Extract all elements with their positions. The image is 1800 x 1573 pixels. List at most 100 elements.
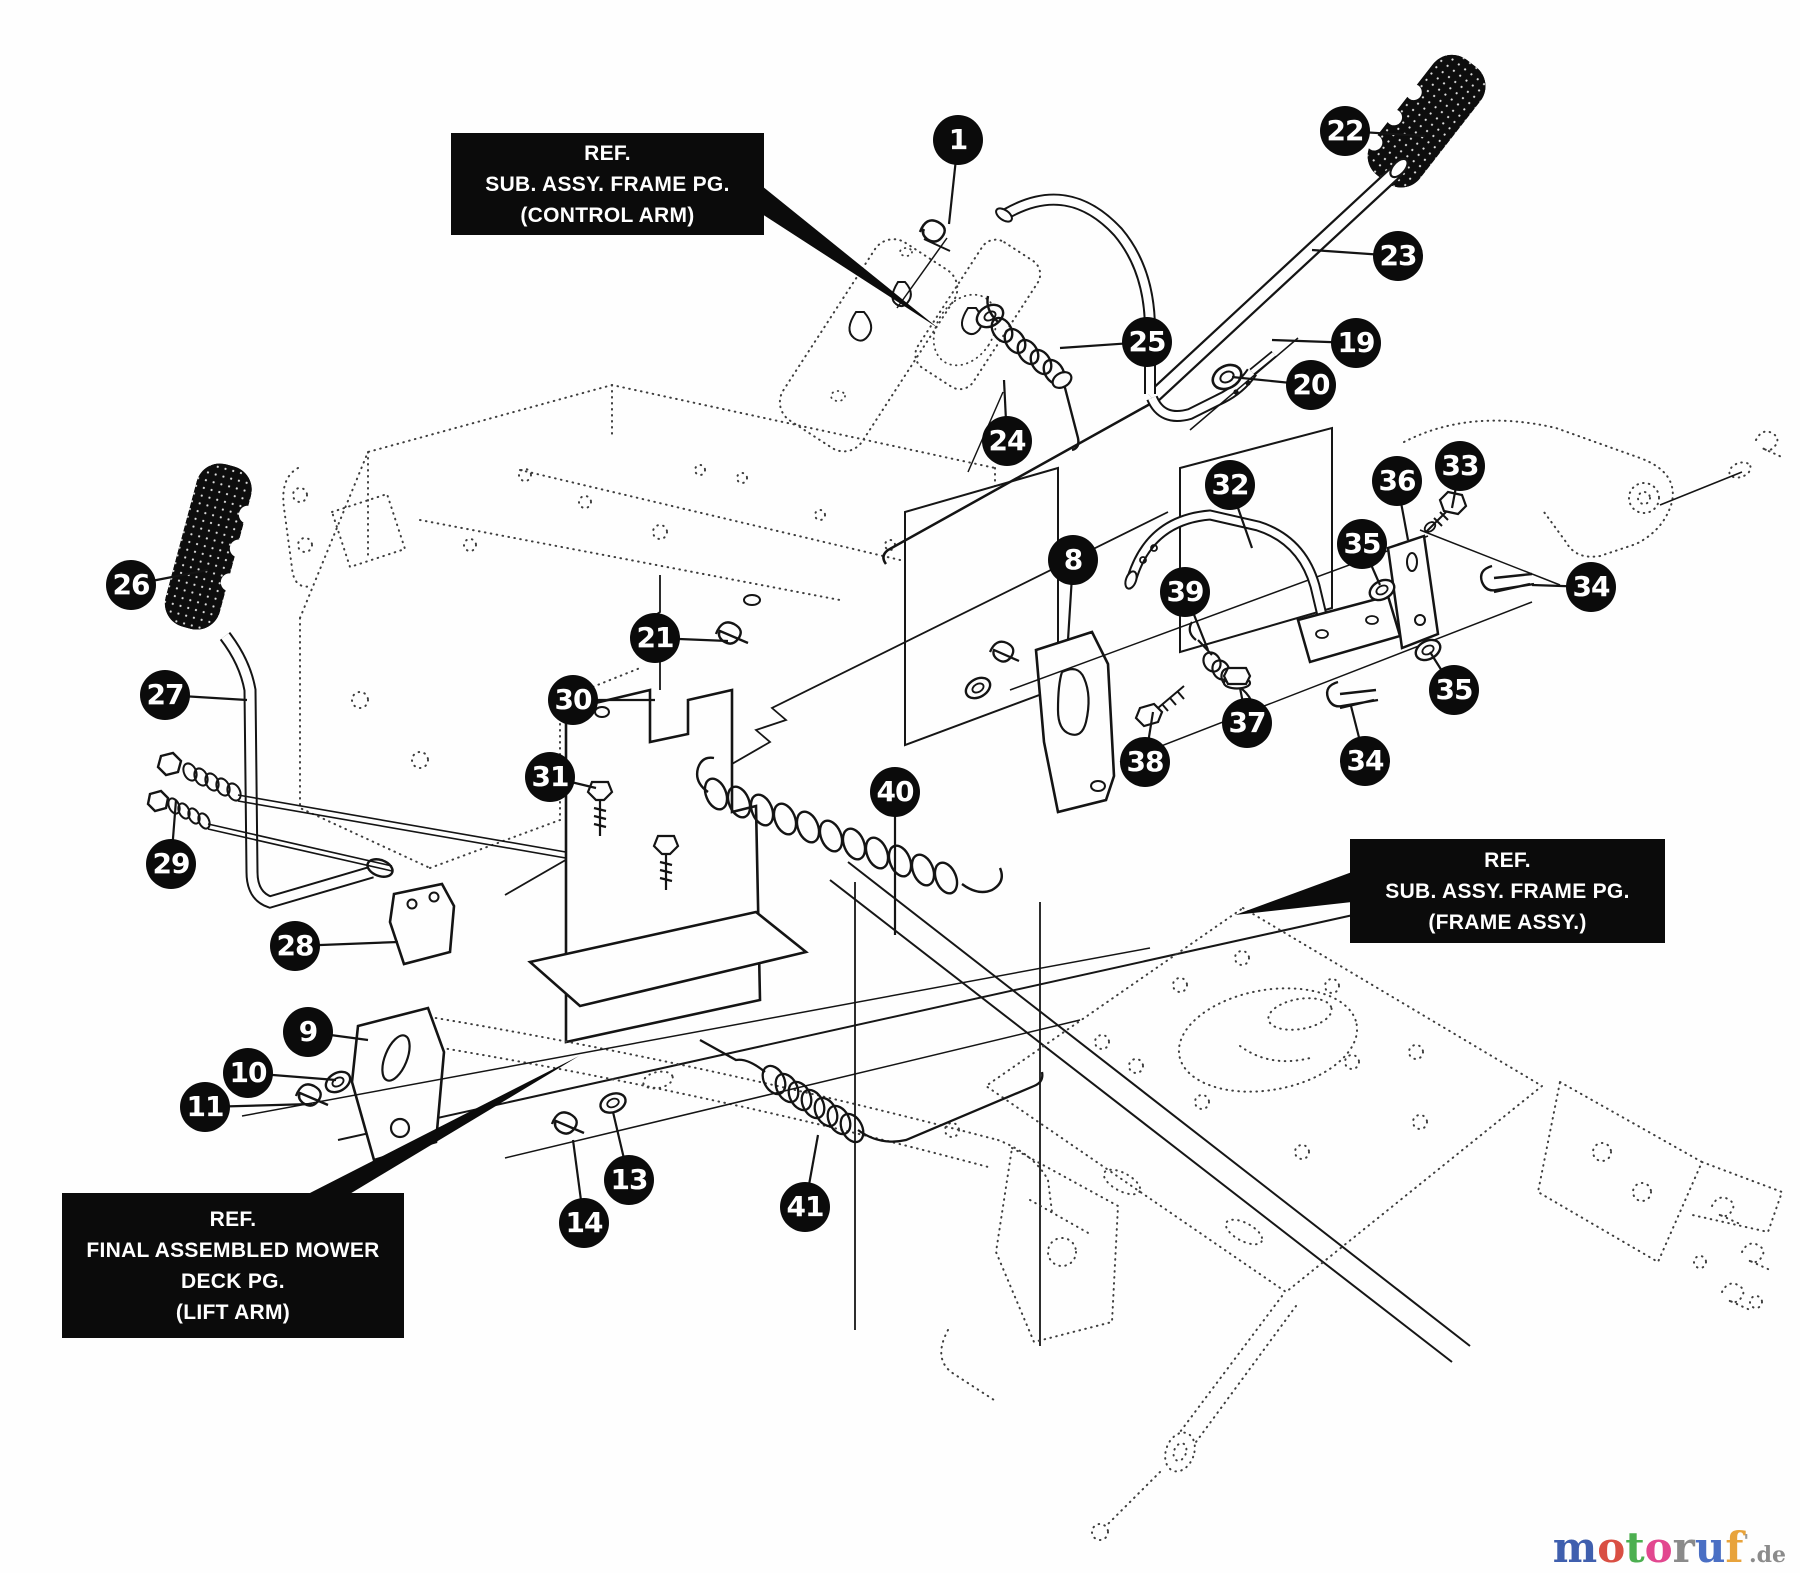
ref-box-line: SUB. ASSY. FRAME PG.	[485, 172, 730, 196]
callout-number: 1	[948, 123, 969, 156]
callout-badge: 30	[548, 675, 598, 725]
callout-badge: 36	[1372, 456, 1422, 506]
ref-box: REF. SUB. ASSY. FRAME PG. (FRAME ASSY.)	[1350, 839, 1665, 943]
callout-badge: 25	[1122, 317, 1172, 367]
callout-badge: 13	[604, 1155, 654, 1205]
lift-handle-assembly	[146, 463, 601, 966]
center-bracket	[527, 688, 809, 1044]
callout-number: 40	[876, 775, 915, 808]
callout-badge: 41	[780, 1182, 830, 1232]
frame-rails	[337, 511, 1521, 1363]
callout-badge: 40	[870, 767, 920, 817]
callout-badge: 38	[1120, 737, 1170, 787]
callout-number: 29	[152, 847, 191, 880]
callout-badge: 29	[146, 839, 196, 889]
callout-number: 32	[1211, 468, 1250, 501]
watermark-letter: o	[1644, 1523, 1673, 1572]
callout-number: 11	[186, 1090, 225, 1123]
watermark-letters: motoruf	[1553, 1523, 1744, 1572]
grip-26	[164, 463, 257, 630]
callout-number: 34	[1572, 570, 1611, 603]
callout-badge: 11	[180, 1082, 230, 1132]
pointer-wedges	[306, 186, 1352, 1195]
watermark-motoruf: motoruf'.de	[1553, 1527, 1786, 1569]
callout-number: 9	[298, 1015, 319, 1048]
callout-badge: 28	[270, 921, 320, 971]
callout-badge: 35	[1337, 519, 1387, 569]
callout-badge: 8	[1048, 535, 1098, 585]
callout-badge: 23	[1373, 231, 1423, 281]
ref-box-lines: REF. SUB. ASSY. FRAME PG. (CONTROL ARM)	[455, 138, 760, 231]
watermark-tick: '	[1743, 1531, 1749, 1552]
ref-box-line: (LIFT ARM)	[175, 1300, 291, 1324]
callout-number: 37	[1228, 706, 1267, 739]
watermark-letter: t	[1625, 1523, 1645, 1572]
callout-number: 24	[988, 424, 1027, 457]
callout-number: 31	[531, 760, 570, 793]
ref-box-line: REF.	[209, 1207, 257, 1231]
leader-lines	[130, 129, 1592, 1224]
callout-badge: 33	[1435, 441, 1485, 491]
watermark-letter: r	[1672, 1523, 1695, 1572]
callout-number: 14	[565, 1206, 604, 1239]
callout-badge: 39	[1160, 567, 1210, 617]
latch-plate-8	[964, 535, 1533, 814]
callout-number: 30	[554, 683, 593, 716]
ref-box-line: REF.	[1484, 848, 1531, 872]
callout-number: 10	[229, 1056, 268, 1089]
lift-spring-40	[695, 756, 1003, 895]
callout-number: 27	[146, 678, 185, 711]
ref-box-lines: REF. FINAL ASSEMBLED MOWER DECK PG. (LIFT A…	[66, 1204, 400, 1328]
ref-box-line: FINAL ASSEMBLED MOWER	[86, 1238, 380, 1262]
callout-badge: 32	[1205, 460, 1255, 510]
ref-box-lines: REF. SUB. ASSY. FRAME PG. (FRAME ASSY.)	[1354, 845, 1661, 938]
ref-box-line: REF.	[584, 141, 631, 165]
callout-badge: 35	[1429, 665, 1479, 715]
callout-badge: 20	[1286, 360, 1336, 410]
callout-badge: 19	[1331, 318, 1381, 368]
callout-number: 13	[610, 1163, 649, 1196]
watermark-domain-suffix: .de	[1748, 1542, 1786, 1568]
watermark-letter: m	[1552, 1523, 1598, 1572]
ref-box-line: SUB. ASSY. FRAME PG.	[1385, 879, 1630, 903]
callout-number: 38	[1126, 745, 1165, 778]
ref-box-line: DECK PG.	[181, 1269, 285, 1293]
callout-number: 28	[276, 929, 315, 962]
callout-number: 21	[636, 621, 675, 654]
ref-box-line: (FRAME ASSY.)	[1428, 910, 1587, 934]
watermark-letter: f	[1725, 1523, 1744, 1572]
callout-badge: 26	[106, 560, 156, 610]
watermark-letter: o	[1597, 1523, 1626, 1572]
frame-plate-dotted	[940, 906, 1784, 1541]
callout-number: 22	[1326, 114, 1365, 147]
callout-number: 26	[112, 568, 151, 601]
callout-number: 36	[1378, 464, 1417, 497]
callout-number: 34	[1346, 744, 1385, 777]
callout-number: 23	[1379, 239, 1418, 272]
callout-badge: 37	[1222, 698, 1272, 748]
ref-box-line: (CONTROL ARM)	[520, 203, 695, 227]
callout-badge: 21	[630, 613, 680, 663]
callout-number: 35	[1343, 527, 1382, 560]
callout-number: 35	[1435, 673, 1474, 706]
callout-number: 41	[786, 1190, 825, 1223]
callout-badge: 10	[223, 1048, 273, 1098]
callout-number: 20	[1292, 368, 1331, 401]
callout-badge: 27	[140, 670, 190, 720]
callout-number: 19	[1337, 326, 1376, 359]
upper-handle-assembly	[882, 54, 1486, 565]
callout-badge: 24	[982, 416, 1032, 466]
callout-badge: 22	[1320, 106, 1370, 156]
callout-badge: 34	[1340, 736, 1390, 786]
callout-number: 25	[1128, 325, 1167, 358]
callout-badge: 1	[933, 115, 983, 165]
callout-number: 39	[1166, 575, 1205, 608]
callout-badge: 31	[525, 752, 575, 802]
grip-22	[1366, 54, 1486, 188]
watermark-letter: u	[1694, 1523, 1726, 1572]
ref-box: REF. SUB. ASSY. FRAME PG. (CONTROL ARM)	[451, 133, 764, 235]
